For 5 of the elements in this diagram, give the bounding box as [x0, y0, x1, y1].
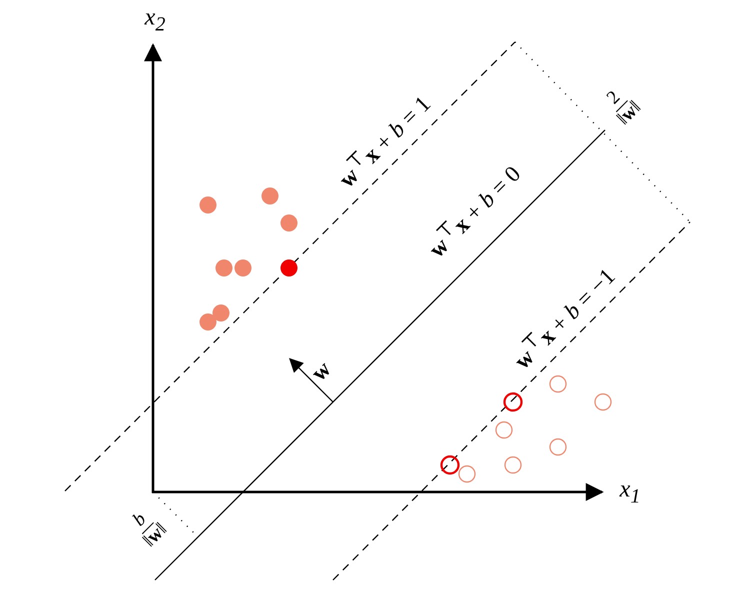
fraction-numerator: 2 — [601, 85, 628, 112]
vector-label: w — [307, 357, 335, 385]
fraction-numerator: b — [127, 507, 154, 534]
axis-label: x$_{2}$ — [144, 6, 166, 34]
axis-label: x$_{1}$ — [620, 478, 640, 506]
